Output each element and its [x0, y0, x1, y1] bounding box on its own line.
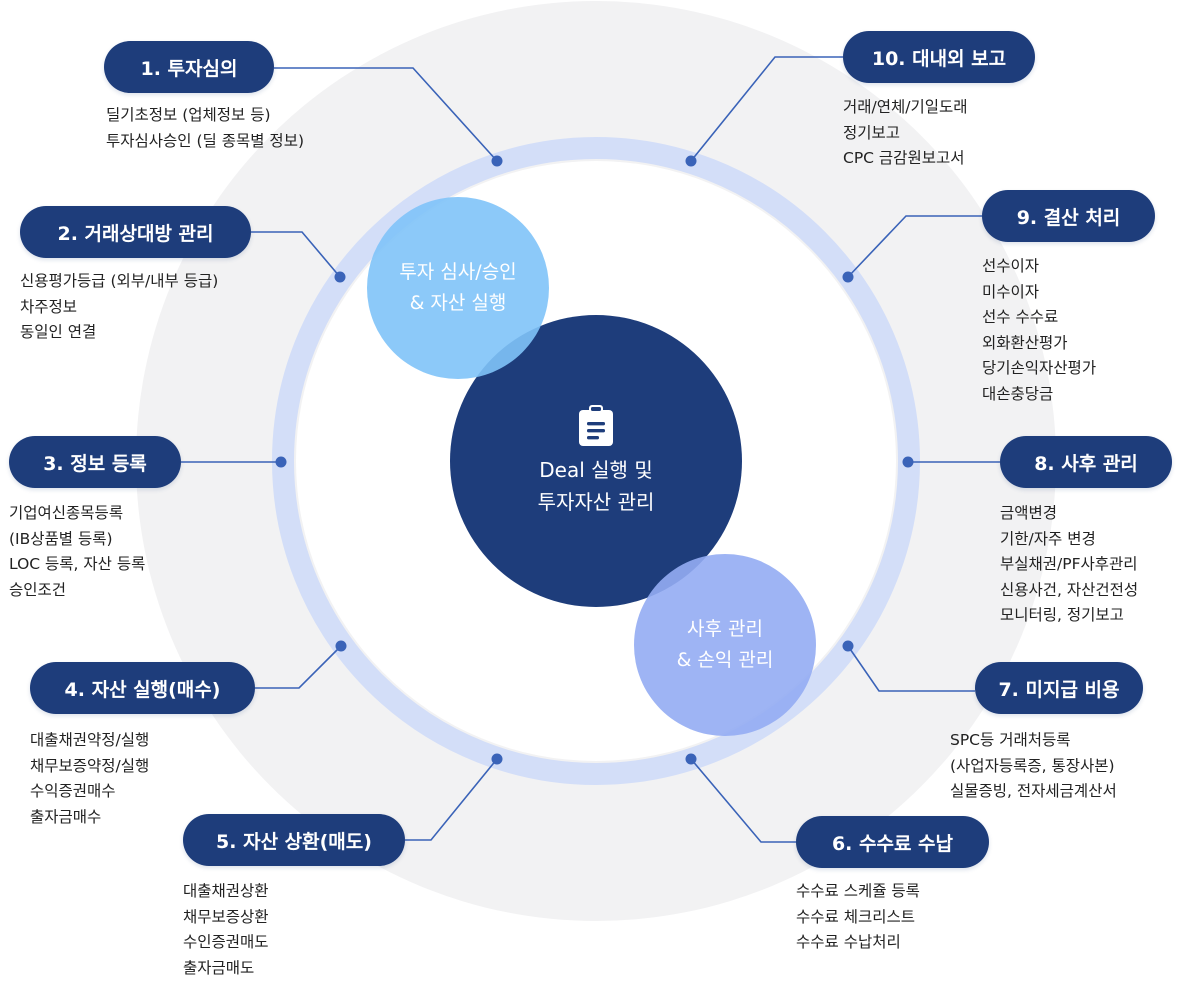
step-8-item: 모니터링, 정기보고	[1000, 606, 1124, 624]
center-circle	[450, 315, 742, 607]
step-5-item: 출자금매도	[183, 958, 255, 977]
connector-line-7	[847, 645, 975, 692]
ring-node-8	[902, 456, 914, 468]
post-management-bubble: 사후 관리 & 손익 관리	[634, 554, 816, 736]
post-bubble-line-1: 사후 관리	[687, 618, 763, 640]
approval-bubble-circle	[367, 197, 549, 379]
center-line-2: 투자자산 관리	[537, 490, 655, 514]
step-9-item: 미수이자	[982, 282, 1040, 301]
step-8-item: 기한/자주 변경	[1000, 529, 1096, 548]
connector-line-5	[405, 758, 498, 841]
step-6-item: 수수료 스케쥴 등록	[796, 882, 920, 900]
step-8-item: 금액변경	[1000, 504, 1058, 522]
step-5-title: 5. 자산 상환(매도)	[183, 814, 405, 866]
connector-line-1	[274, 67, 498, 162]
step-2-item: 차주정보	[20, 297, 78, 316]
ring-node-5	[491, 753, 503, 765]
step-10-title: 10. 대내외 보고	[843, 31, 1035, 83]
connector-line-9	[847, 215, 982, 278]
clipboard-icon	[579, 405, 613, 446]
step-9-title: 9. 결산 처리	[982, 190, 1155, 242]
center-label: Deal 실행 및 투자자산 관리	[450, 315, 742, 607]
ring-node-9	[842, 271, 854, 283]
step-7-description: SPC등 거래처등록 (사업자등록증, 통장사본) 실물증빙, 전자세금계산서	[950, 728, 1117, 805]
step-7-item: 실물증빙, 전자세금계산서	[950, 782, 1117, 800]
step-7-item: (사업자등록증, 통장사본)	[950, 756, 1115, 775]
ring-node-3	[275, 456, 287, 468]
step-4-item: 출자금매수	[30, 807, 102, 826]
step-10-item: 정기보고	[843, 123, 901, 142]
step-3-item: LOC 등록, 자산 등록	[9, 555, 146, 573]
step-2-item: 신용평가등급 (외부/내부 등급)	[20, 272, 219, 290]
step-4-title: 4. 자산 실행(매수)	[30, 662, 255, 714]
step-9-item: 외화환산평가	[982, 333, 1068, 352]
approval-bubble: 투자 심사/승인 & 자산 실행	[367, 197, 549, 379]
step-4-item: 수익증권매수	[30, 782, 116, 800]
step-7-item: SPC등 거래처등록	[950, 731, 1071, 749]
ring-node-10	[685, 155, 697, 167]
step-9-item: 선수이자	[982, 257, 1040, 275]
step-3-item: 승인조건	[9, 580, 67, 599]
step-7-title: 7. 미지급 비용	[975, 662, 1143, 714]
step-9-item: 선수 수수료	[982, 308, 1059, 326]
connector-line-4	[255, 645, 342, 689]
step-2-title: 2. 거래상대방 관리	[20, 206, 251, 258]
post-bubble-line-2: & 손익 관리	[676, 649, 774, 671]
step-8-title: 8. 사후 관리	[1000, 436, 1172, 488]
connector-lines	[181, 56, 1000, 843]
step-10-item: 거래/연체/기일도래	[843, 98, 968, 116]
connector-line-10	[690, 56, 843, 162]
step-9-item: 대손충당금	[982, 384, 1054, 403]
ring-node-4	[335, 640, 347, 652]
step-6-item: 수수료 수납처리	[796, 933, 901, 951]
step-1-item: 투자심사승인 (딜 종목별 정보)	[106, 131, 304, 150]
approval-bubble-line-1: 투자 심사/승인	[399, 261, 517, 283]
step-6-item: 수수료 체크리스트	[796, 907, 916, 926]
connector-line-2	[251, 231, 341, 278]
step-4-item: 채무보증약정/실행	[30, 756, 150, 775]
step-3-title: 3. 정보 등록	[9, 436, 181, 488]
ring-node-6	[685, 753, 697, 765]
step-8-item: 신용사건, 자산건전성	[1000, 580, 1139, 599]
step-4-item: 대출채권약정/실행	[30, 731, 150, 749]
step-5-item: 채무보증상환	[183, 907, 269, 926]
post-bubble-circle	[634, 554, 816, 736]
step-1-title: 1. 투자심의	[104, 41, 274, 93]
step-3-item: (IB상품별 등록)	[9, 529, 113, 548]
step-1-description: 딜기초정보 (업체정보 등) 투자심사승인 (딜 종목별 정보)	[106, 103, 304, 154]
step-5-item: 대출채권상환	[183, 882, 269, 900]
step-5-item: 수인증권매도	[183, 933, 269, 951]
ring-node-2	[334, 271, 346, 283]
ring-node-7	[842, 640, 854, 652]
connector-line-6	[690, 758, 796, 843]
step-6-title: 6. 수수료 수납	[796, 816, 989, 868]
step-9-item: 당기손익자산평가	[982, 359, 1097, 377]
center-line-1: Deal 실행 및	[539, 458, 653, 482]
step-3-item: 기업여신종목등록	[9, 504, 124, 522]
step-8-item: 부실채권/PF사후관리	[1000, 555, 1138, 573]
approval-bubble-line-2: & 자산 실행	[409, 292, 507, 314]
step-2-item: 동일인 연결	[20, 323, 97, 341]
ring-node-1	[491, 155, 503, 167]
step-1-item: 딜기초정보 (업체정보 등)	[106, 106, 271, 124]
step-10-item: CPC 금감원보고서	[843, 149, 965, 167]
